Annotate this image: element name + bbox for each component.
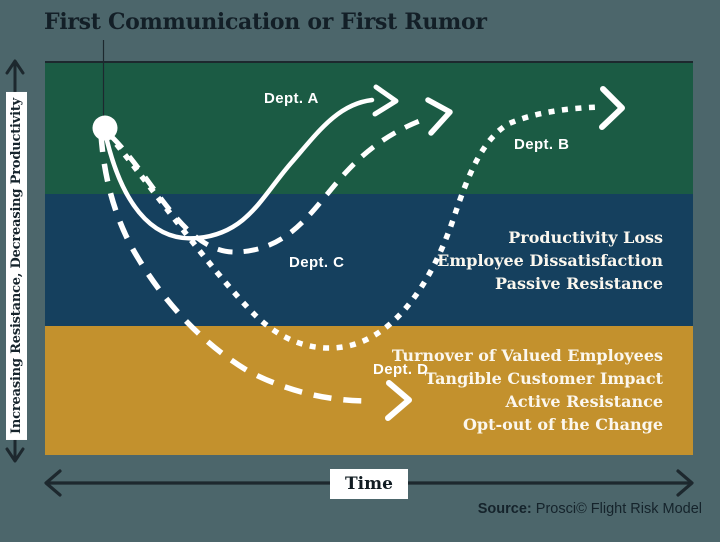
- dept-c-label: Dept. C: [289, 254, 345, 271]
- zone-label: Passive Resistance: [495, 274, 663, 293]
- zone-label: Productivity Loss: [508, 228, 663, 247]
- dept-c-arrowhead-icon: [425, 97, 453, 136]
- bottom-zone-labels: Turnover of Valued Employees Tangible Cu…: [392, 344, 663, 436]
- zone-label: Opt-out of the Change: [462, 415, 663, 434]
- source-attribution: Source: Prosci© Flight Risk Model: [478, 501, 702, 517]
- middle-zone-labels: Productivity Loss Employee Dissatisfacti…: [437, 226, 663, 295]
- dept-d-label: Dept. D: [373, 361, 429, 378]
- dept-d-curve: [98, 133, 369, 404]
- dept-c-curve: [110, 115, 428, 255]
- dept-d-arrowhead-icon: [385, 380, 412, 421]
- zone-label: Employee Dissatisfaction: [437, 251, 663, 270]
- zone-band-middle: [45, 194, 693, 326]
- dept-b-arrowhead-icon: [599, 86, 625, 130]
- dept-a-curve: [102, 97, 375, 241]
- x-axis-label-box: Time: [330, 469, 408, 499]
- y-axis-label: Increasing Resistance, Decreasing Produc…: [6, 92, 27, 440]
- zone-label: Tangible Customer Impact: [424, 369, 663, 388]
- zone-band-top: [45, 63, 693, 194]
- dept-b-label: Dept. B: [514, 136, 570, 153]
- chart-area: [45, 61, 693, 455]
- x-axis-label: Time: [345, 474, 393, 494]
- start-point-marker: [92, 115, 118, 141]
- dept-a-label: Dept. A: [264, 90, 319, 107]
- zone-label: Active Resistance: [505, 392, 663, 411]
- source-prefix: Source:: [477, 501, 532, 517]
- dept-a-arrowhead-icon: [372, 84, 399, 117]
- figure-title: First Communication or First Rumor: [44, 9, 487, 35]
- source-text: Prosci© Flight Risk Model: [531, 501, 702, 517]
- zone-band-bottom: [45, 326, 693, 455]
- zone-label: Turnover of Valued Employees: [391, 346, 663, 365]
